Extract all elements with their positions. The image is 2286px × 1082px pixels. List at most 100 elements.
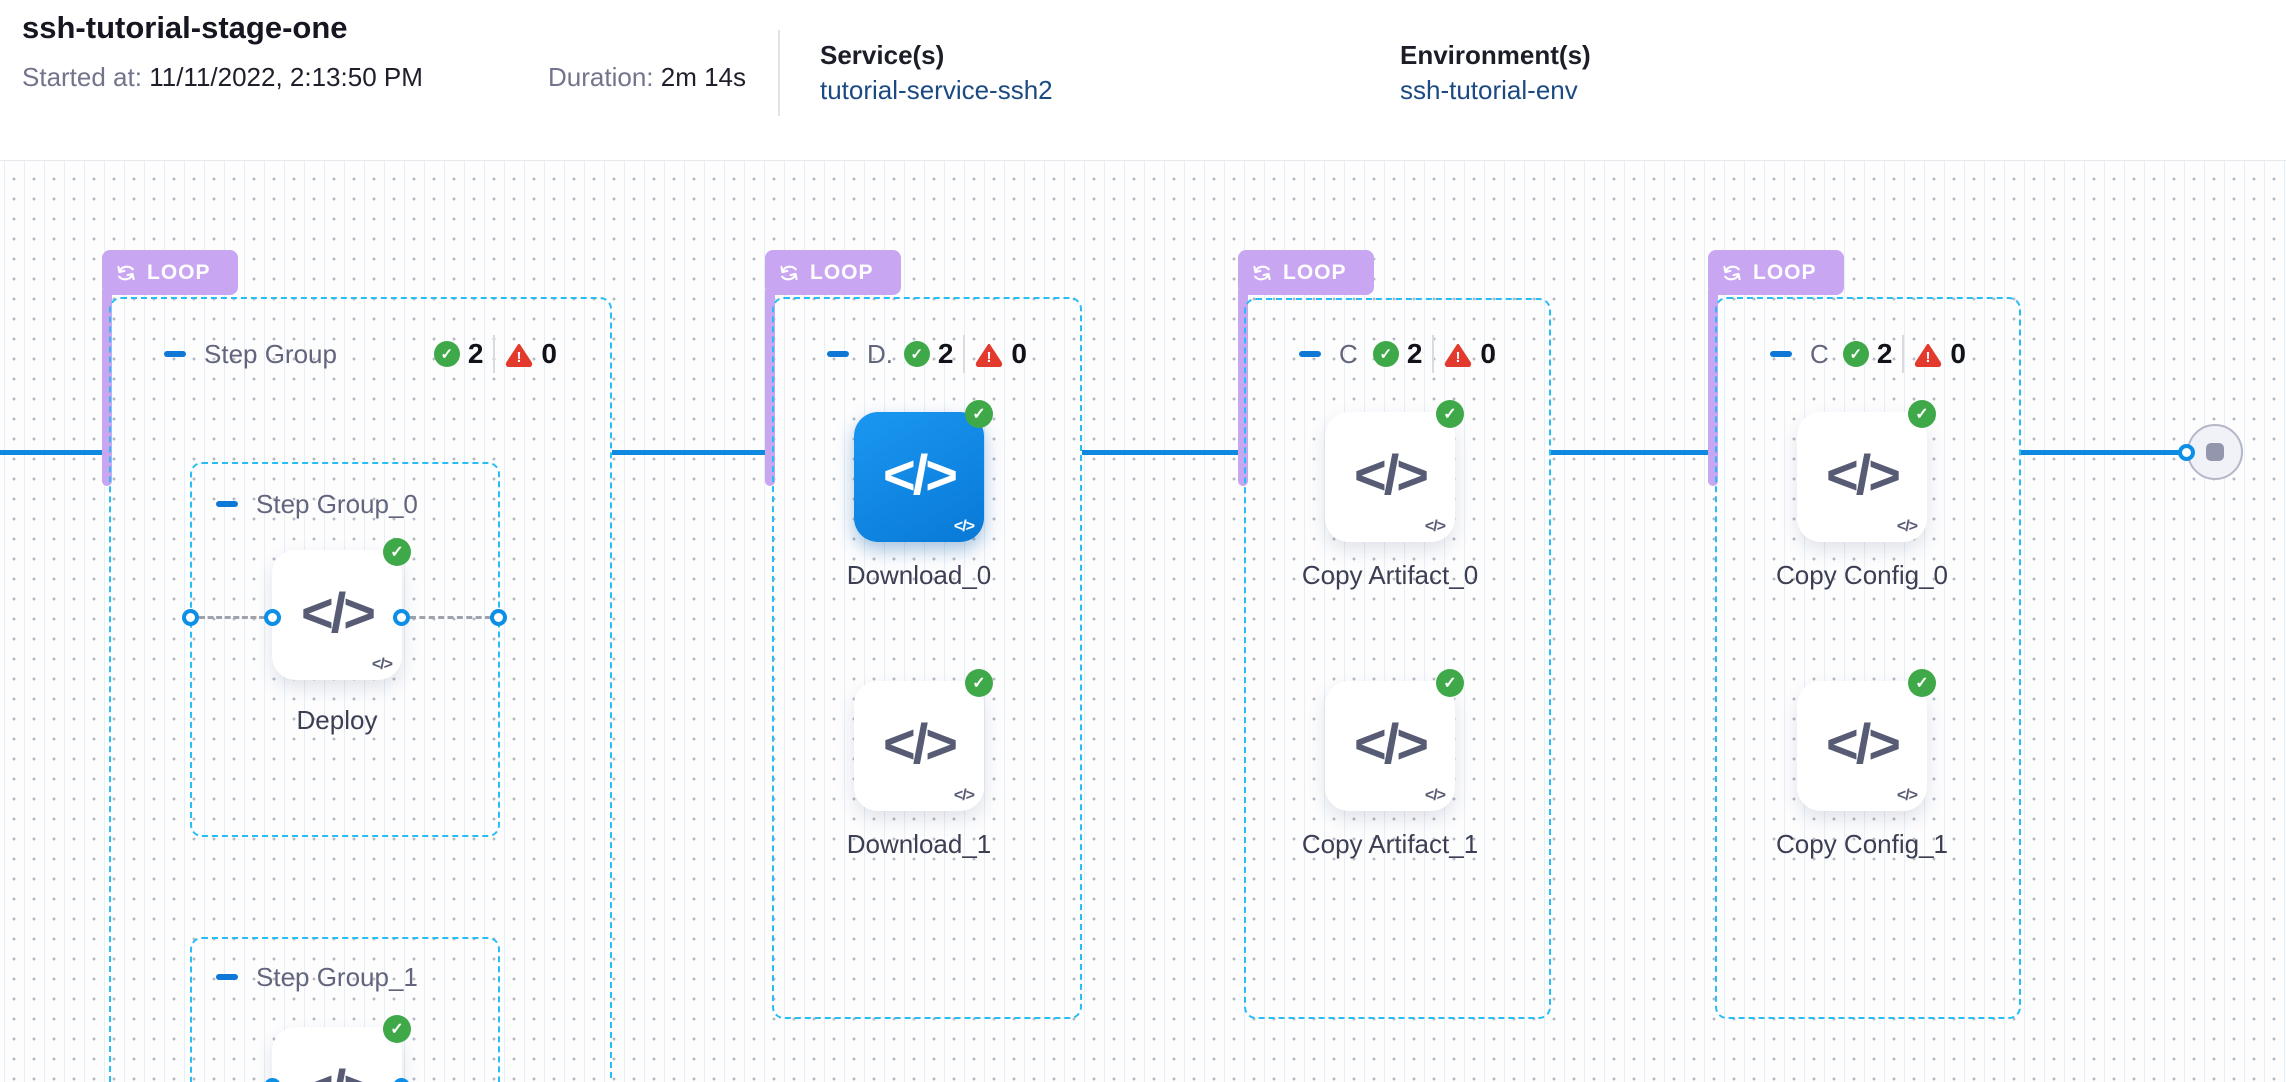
connector-dash bbox=[199, 616, 265, 619]
failed-count: 0 bbox=[1480, 338, 1496, 369]
code-mini-icon: </> bbox=[1896, 518, 1918, 535]
step-group-box bbox=[109, 297, 612, 1082]
count-divider bbox=[493, 335, 496, 373]
loop-icon bbox=[117, 265, 135, 280]
edge-line bbox=[1551, 450, 1715, 455]
started-at-label: Started at: bbox=[22, 62, 142, 92]
environments-label: Environment(s) bbox=[1400, 40, 1591, 70]
copy-config-group-header: C ✓ 2 ! 0 bbox=[1770, 334, 1966, 374]
loop-icon bbox=[1723, 265, 1741, 280]
code-icon: </> bbox=[1826, 443, 1901, 506]
collapse-minus-icon[interactable] bbox=[164, 351, 186, 357]
loop-badge-label: LOOP bbox=[1753, 260, 1817, 284]
step-node-label: Deploy bbox=[296, 705, 378, 735]
services-label: Service(s) bbox=[820, 40, 945, 70]
step-group-1-header: Step Group_1 bbox=[216, 957, 476, 997]
loop-badge[interactable]: LOOP bbox=[1708, 250, 1844, 295]
loop-icon bbox=[1253, 265, 1271, 280]
success-badge-icon: ✓ bbox=[1908, 669, 1936, 697]
count-divider bbox=[1902, 335, 1905, 373]
failed-count: 0 bbox=[1950, 338, 1966, 369]
step-node-label: Download_0 bbox=[846, 560, 992, 590]
edge-line bbox=[2021, 450, 2186, 455]
copy-artifact-group-label: C bbox=[1339, 338, 1358, 369]
connector-port bbox=[393, 609, 410, 626]
success-count: 2 bbox=[1406, 338, 1423, 369]
collapse-minus-icon[interactable] bbox=[827, 351, 849, 357]
step-node-label: Copy Config_0 bbox=[1776, 560, 1948, 590]
code-mini-icon: </> bbox=[371, 656, 393, 673]
step-group-0-label: Step Group_0 bbox=[256, 488, 418, 519]
code-icon: </> bbox=[883, 443, 958, 506]
collapse-minus-icon[interactable] bbox=[1770, 351, 1792, 357]
code-icon: </> bbox=[301, 581, 376, 644]
step-node-copy-artifact-1[interactable]: </> </> ✓ bbox=[1325, 669, 1464, 811]
code-mini-icon: </> bbox=[1896, 787, 1918, 804]
warning-triangle-icon: ! bbox=[1915, 343, 1942, 367]
success-badge-icon: ✓ bbox=[1436, 669, 1464, 697]
loop-badge-label: LOOP bbox=[1283, 260, 1347, 284]
connector-port bbox=[264, 609, 281, 626]
download-group-header: D. ✓ 2 ! 0 bbox=[827, 334, 1027, 374]
step-group-1-label: Step Group_1 bbox=[256, 961, 418, 992]
success-badge-icon: ✓ bbox=[965, 669, 993, 697]
copy-artifact-group-header: C ✓ 2 ! 0 bbox=[1299, 334, 1496, 374]
collapse-minus-icon[interactable] bbox=[216, 501, 238, 507]
step-group-header: Step Group ✓ 2 ! 0 bbox=[164, 334, 557, 374]
loop-badge[interactable]: LOOP bbox=[102, 250, 238, 295]
edge-line bbox=[0, 450, 109, 455]
duration: Duration: 2m 14s bbox=[548, 62, 746, 93]
warning-triangle-icon: ! bbox=[506, 343, 533, 367]
svg-text:!: ! bbox=[1926, 349, 1931, 366]
execution-graph-canvas[interactable]: LOOP Step Group ✓ 2 ! 0 Step Group_0 bbox=[0, 160, 2286, 1082]
code-icon: </> bbox=[1354, 443, 1429, 506]
loop-badge[interactable]: LOOP bbox=[1238, 250, 1374, 295]
code-icon: </> bbox=[883, 712, 958, 775]
edge-line bbox=[612, 450, 772, 455]
step-node-label: Copy Artifact_1 bbox=[1301, 829, 1479, 859]
failed-count: 0 bbox=[1011, 338, 1027, 369]
step-node-copy-artifact-0[interactable]: </> </> ✓ bbox=[1325, 400, 1464, 542]
step-node-copy-config-0[interactable]: </> </> ✓ bbox=[1797, 400, 1936, 542]
step-node-deploy[interactable]: </> </> ✓ bbox=[272, 538, 411, 680]
count-divider bbox=[963, 335, 966, 373]
loop-icon bbox=[780, 265, 798, 280]
loop-badge[interactable]: LOOP bbox=[765, 250, 901, 295]
step-node-download-1[interactable]: </> </> ✓ bbox=[854, 669, 993, 811]
duration-value: 2m 14s bbox=[660, 62, 746, 92]
started-at: Started at: 11/11/2022, 2:13:50 PM bbox=[22, 62, 423, 93]
step-node-copy-config-1[interactable]: </> </> ✓ bbox=[1797, 669, 1936, 811]
step-node[interactable]: </> ✓ bbox=[272, 1015, 411, 1082]
loop-strip bbox=[1708, 290, 1718, 486]
duration-label: Duration: bbox=[548, 62, 654, 92]
warning-triangle-icon: ! bbox=[1445, 343, 1472, 367]
service-link[interactable]: tutorial-service-ssh2 bbox=[820, 75, 1053, 105]
success-count: 2 bbox=[1876, 338, 1893, 369]
code-icon: </> bbox=[1826, 712, 1901, 775]
step-node-label: Copy Artifact_0 bbox=[1301, 560, 1479, 590]
loop-badge-label: LOOP bbox=[147, 260, 211, 284]
step-group-label: Step Group bbox=[204, 338, 337, 369]
download-group-label: D. bbox=[867, 338, 893, 369]
loop-strip bbox=[102, 290, 112, 486]
success-badge-icon: ✓ bbox=[965, 400, 993, 428]
connector-port bbox=[490, 609, 507, 626]
environment-link[interactable]: ssh-tutorial-env bbox=[1400, 75, 1578, 105]
started-at-value: 11/11/2022, 2:13:50 PM bbox=[149, 62, 423, 92]
step-node-label: Copy Config_1 bbox=[1776, 829, 1948, 859]
code-mini-icon: </> bbox=[953, 787, 975, 804]
svg-text:!: ! bbox=[1456, 349, 1461, 366]
svg-text:!: ! bbox=[987, 349, 992, 366]
step-group-0-header: Step Group_0 bbox=[216, 484, 476, 524]
success-count: 2 bbox=[467, 338, 484, 369]
success-count-icon: ✓ bbox=[1372, 341, 1399, 367]
step-node-download-0[interactable]: </> </> ✓ bbox=[854, 400, 993, 542]
connector-port bbox=[2178, 444, 2195, 461]
success-count-icon: ✓ bbox=[903, 341, 930, 367]
collapse-minus-icon[interactable] bbox=[1299, 351, 1321, 357]
success-badge-icon: ✓ bbox=[1908, 400, 1936, 428]
loop-strip bbox=[1238, 290, 1248, 486]
collapse-minus-icon[interactable] bbox=[216, 974, 238, 980]
step-node-label: Download_1 bbox=[846, 829, 992, 859]
success-count: 2 bbox=[937, 338, 954, 369]
